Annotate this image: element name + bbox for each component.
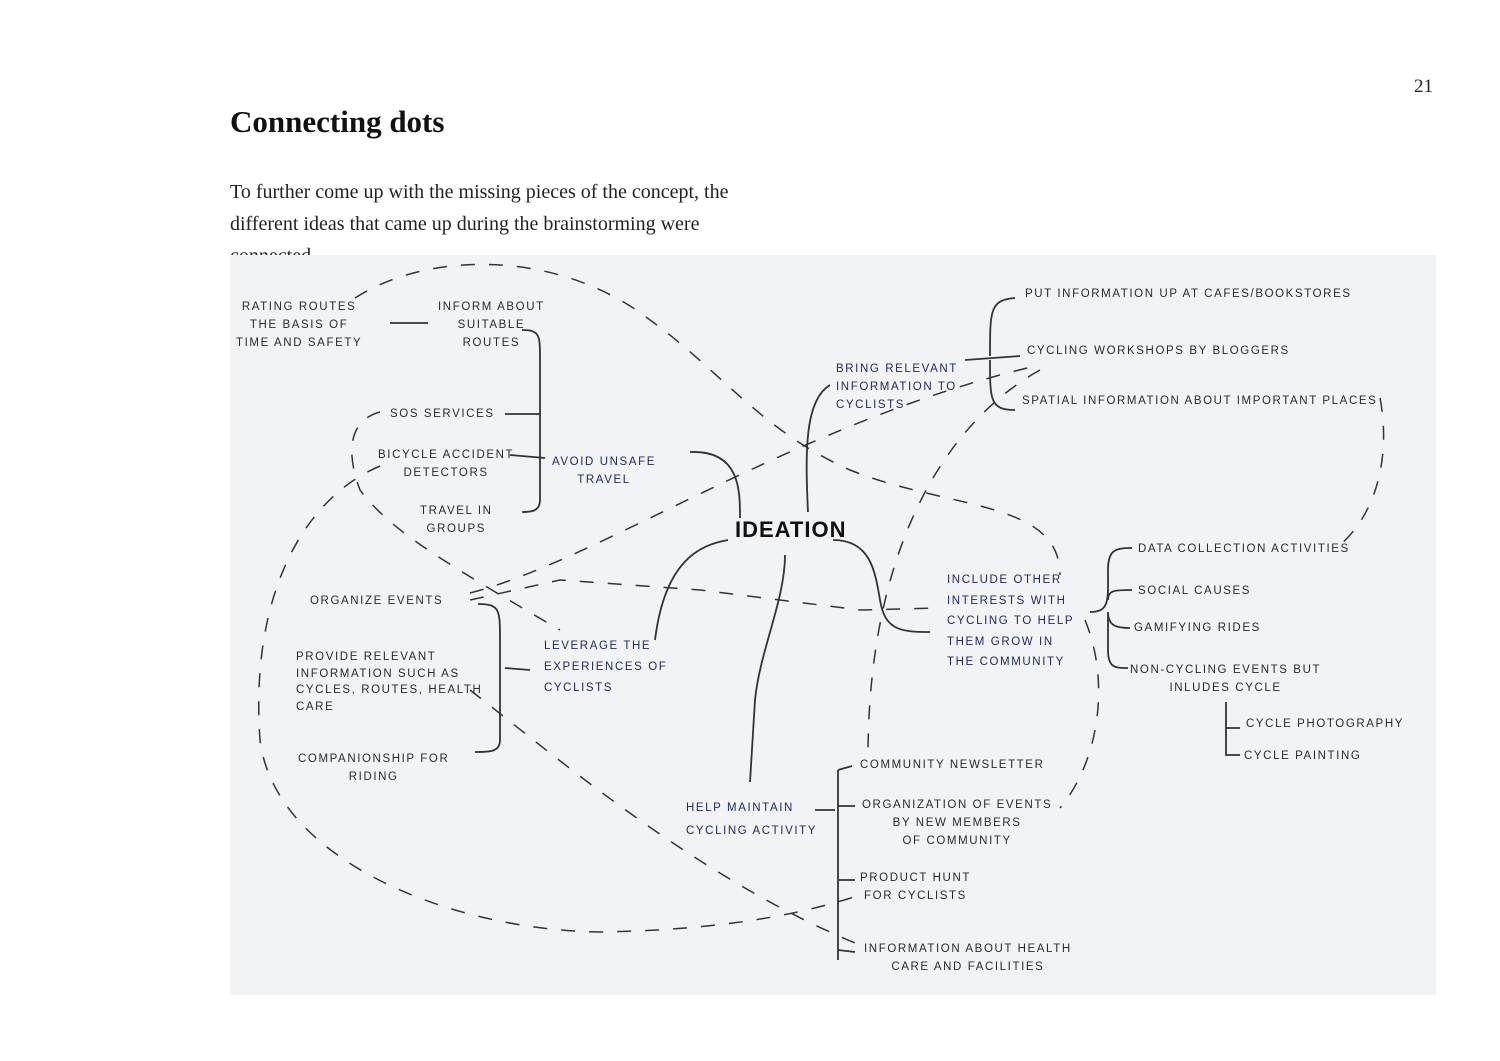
mind-map-sketch <box>230 255 1436 995</box>
node-cycling-workshops: CYCLING WORKSHOPS BY BLOGGERS <box>1027 345 1290 357</box>
node-community-newsletter: COMMUNITY NEWSLETTER <box>860 759 1045 771</box>
node-spatial-information: SPATIAL INFORMATION ABOUT IMPORTANT PLAC… <box>1022 395 1378 407</box>
node-inform-routes: INFORM ABOUT SUITABLE ROUTES <box>438 301 545 349</box>
node-leverage-experiences: LEVERAGE THE EXPERIENCES OF CYCLISTS <box>544 640 668 694</box>
node-cafes-bookstores: PUT INFORMATION UP AT CAFES/BOOKSTORES <box>1025 288 1352 300</box>
node-organize-events: ORGANIZE EVENTS <box>310 595 444 607</box>
node-avoid-unsafe-travel: AVOID UNSAFE TRAVEL <box>552 456 656 486</box>
node-help-maintain: HELP MAINTAIN CYCLING ACTIVITY <box>686 802 818 837</box>
page-title: Connecting dots <box>230 104 445 139</box>
node-non-cycling-events: NON-CYCLING EVENTS BUT INLUDES CYCLE <box>1130 664 1322 694</box>
page-number: 21 <box>1414 76 1433 97</box>
node-accident-detectors: BICYCLE ACCIDENT DETECTORS <box>378 449 515 479</box>
node-travel-groups: TRAVEL IN GROUPS <box>420 505 493 535</box>
node-gamifying-rides: GAMIFYING RIDES <box>1134 622 1261 634</box>
node-bring-information: BRING RELEVANT INFORMATION TO CYCLISTS <box>836 363 958 411</box>
node-social-causes: SOCIAL CAUSES <box>1138 585 1252 597</box>
intro-paragraph: To further come up with the missing piec… <box>230 181 729 267</box>
node-companionship: COMPANIONSHIP FOR RIDING <box>298 753 450 783</box>
node-include-interests: INCLUDE OTHER INTERESTS WITH CYCLING TO … <box>947 574 1075 668</box>
node-organization-events: ORGANIZATION OF EVENTS BY NEW MEMBERS OF… <box>862 799 1053 847</box>
node-ideation-center: IDEATION <box>735 517 847 542</box>
node-sos-services: SOS SERVICES <box>390 408 495 420</box>
node-cycle-painting: CYCLE PAINTING <box>1244 750 1362 762</box>
node-provide-information: PROVIDE RELEVANT INFORMATION SUCH AS CYC… <box>296 651 483 713</box>
node-rating-routes: RATING ROUTES THE BASIS OF TIME AND SAFE… <box>236 301 363 349</box>
node-product-hunt: PRODUCT HUNT FOR CYCLISTS <box>860 872 971 902</box>
node-health-facilities: INFORMATION ABOUT HEALTH CARE AND FACILI… <box>864 943 1072 973</box>
node-data-collection: DATA COLLECTION ACTIVITIES <box>1138 543 1350 555</box>
node-cycle-photography: CYCLE PHOTOGRAPHY <box>1246 718 1404 730</box>
